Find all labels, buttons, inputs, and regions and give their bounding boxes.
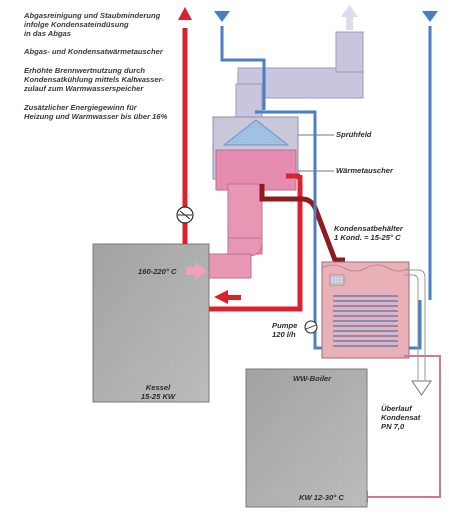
flue-duct-pink xyxy=(204,183,263,279)
warm-water-supply-line xyxy=(366,355,441,498)
pump-icon xyxy=(176,206,194,224)
note-heat-exchanger: Abgas- und Kondensatwärmetauscher xyxy=(24,47,163,56)
hot-water-up-arrow-icon xyxy=(178,7,192,20)
condensate-pipe xyxy=(259,184,345,263)
flue-inlet-arrow-icon xyxy=(186,262,207,280)
label-flue-temperature: 160-220° C xyxy=(138,267,177,276)
label-pumpe: Pumpe 120 l/h xyxy=(272,321,298,339)
heat-exchanger-housing xyxy=(212,116,334,191)
label-ueberlauf: Überlauf Kondensat PN 7,0 xyxy=(381,404,421,431)
cold-water-in-arrow-icon xyxy=(214,11,438,22)
cold-water-pipes xyxy=(220,26,432,350)
label-kessel: Kessel 15-25 KW xyxy=(140,383,176,401)
hot-water-return-arrow-icon xyxy=(214,290,241,304)
ww-boiler xyxy=(245,368,368,508)
label-spruehfeld: Sprühfeld xyxy=(336,130,372,139)
note-condensate-cooling: Erhöhte Brennwertnutzung durch Kondensat… xyxy=(24,66,165,94)
label-kondensatbehaelter: Kondensatbehälter 1 Kond. = 15-25° C xyxy=(334,224,403,242)
label-waermetauscher: Wärmetauscher xyxy=(336,166,393,175)
flue-gas-duct xyxy=(235,31,364,121)
overflow-arrow-icon xyxy=(411,380,432,396)
tank-cooling-coil xyxy=(333,295,398,347)
label-ww-boiler: WW-Boiler xyxy=(293,374,332,383)
condensate-tank xyxy=(321,261,410,359)
label-kw-temperature: KW 12-30° C xyxy=(299,493,344,502)
tank-pump-icon xyxy=(304,320,318,334)
exhaust-arrow-icon xyxy=(341,5,358,30)
note-exhaust-cleaning: Abgasreinigung und Staubminderung infolg… xyxy=(24,11,161,39)
note-energy-gain: Zusätzlicher Energiegewinn für Heizung u… xyxy=(24,103,168,122)
overflow-pipe xyxy=(404,269,426,380)
